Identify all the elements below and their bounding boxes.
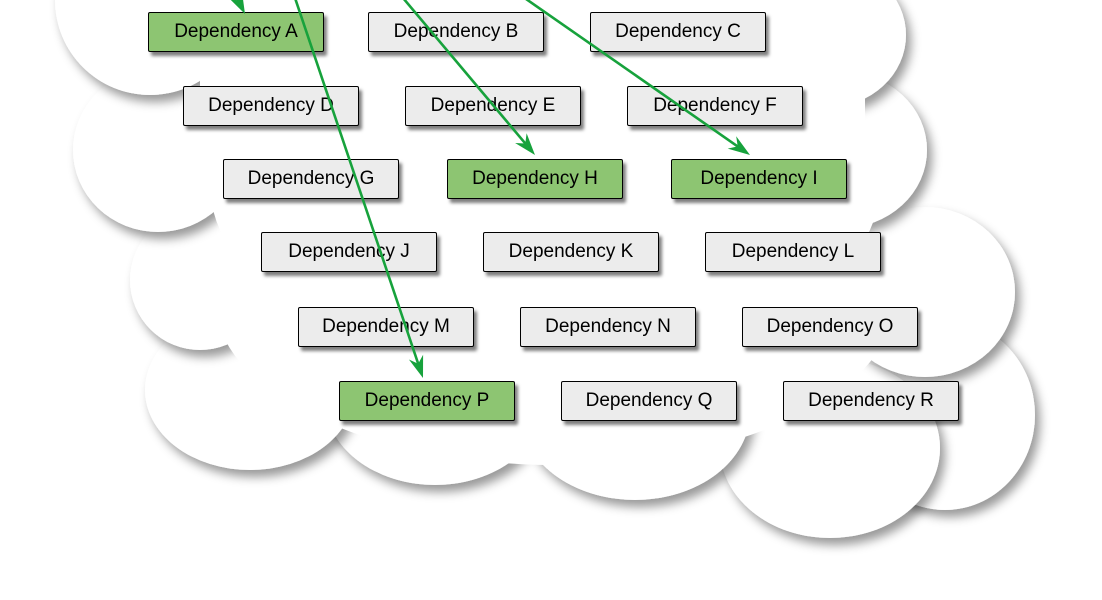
node-dependency-k: Dependency K xyxy=(483,232,659,272)
node-label: Dependency E xyxy=(430,95,556,116)
node-label: Dependency I xyxy=(700,168,818,189)
node-label: Dependency P xyxy=(364,390,490,411)
node-label: Dependency K xyxy=(508,241,634,262)
node-label: Dependency H xyxy=(472,168,598,189)
node-dependency-m: Dependency M xyxy=(298,307,474,347)
node-dependency-e: Dependency E xyxy=(405,86,581,126)
node-dependency-o: Dependency O xyxy=(742,307,918,347)
node-label: Dependency M xyxy=(322,316,450,337)
node-label: Dependency C xyxy=(615,21,741,42)
node-label: Dependency J xyxy=(288,241,410,262)
node-dependency-g: Dependency G xyxy=(223,159,399,199)
node-dependency-c: Dependency C xyxy=(590,12,766,52)
node-dependency-b: Dependency B xyxy=(368,12,544,52)
node-label: Dependency B xyxy=(393,21,519,42)
node-label: Dependency R xyxy=(808,390,934,411)
node-dependency-n: Dependency N xyxy=(520,307,696,347)
node-label: Dependency O xyxy=(766,316,894,337)
node-label: Dependency A xyxy=(174,21,298,42)
node-label: Dependency Q xyxy=(585,390,713,411)
node-label: Dependency L xyxy=(731,241,855,262)
node-label: Dependency F xyxy=(653,95,777,116)
node-dependency-h: Dependency H xyxy=(447,159,623,199)
node-label: Dependency N xyxy=(545,316,671,337)
node-dependency-q: Dependency Q xyxy=(561,381,737,421)
node-dependency-a: Dependency A xyxy=(148,12,324,52)
node-dependency-p: Dependency P xyxy=(339,381,515,421)
node-dependency-j: Dependency J xyxy=(261,232,437,272)
node-dependency-l: Dependency L xyxy=(705,232,881,272)
node-label: Dependency G xyxy=(247,168,375,189)
node-label: Dependency D xyxy=(208,95,334,116)
node-dependency-f: Dependency F xyxy=(627,86,803,126)
node-dependency-r: Dependency R xyxy=(783,381,959,421)
node-dependency-d: Dependency D xyxy=(183,86,359,126)
node-dependency-i: Dependency I xyxy=(671,159,847,199)
